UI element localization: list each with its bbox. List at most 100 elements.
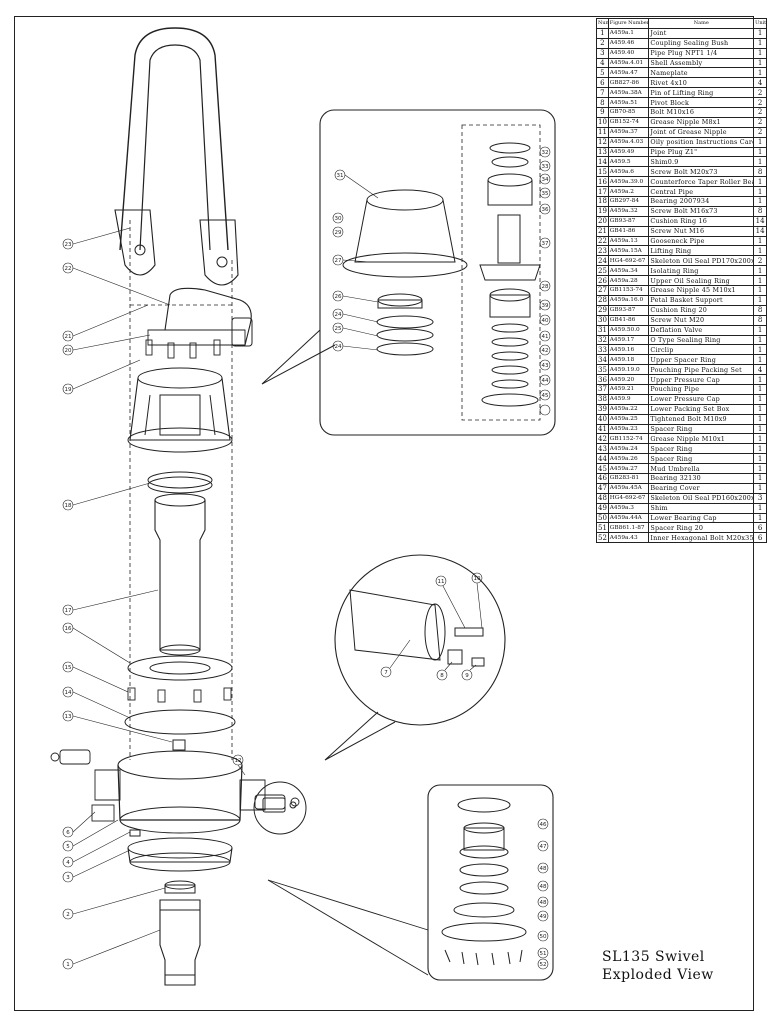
bom-cell-units: 1 bbox=[753, 186, 767, 198]
bom-cell-units: 1 bbox=[753, 393, 767, 405]
bom-cell-units: 1 bbox=[753, 285, 767, 296]
bom-cell-figure-number: GB297-84 bbox=[607, 196, 650, 207]
assembly-envelope bbox=[129, 220, 233, 760]
bom-cell-name: Tightened Bolt M10x9 bbox=[648, 413, 755, 425]
bom-cell-figure-number: A459a.45A bbox=[607, 482, 650, 494]
bom-header-name: Name bbox=[648, 18, 755, 29]
bom-cell-units: 1 bbox=[753, 275, 767, 287]
callout-number: 24 bbox=[335, 312, 342, 318]
callout-number: 44 bbox=[542, 378, 549, 384]
bom-cell-name: Screw Nut M20 bbox=[648, 314, 755, 326]
side-grease-assembly-left bbox=[50, 749, 91, 765]
bom-cell-number: 21 bbox=[596, 225, 609, 237]
lower-detail-callouts bbox=[537, 818, 549, 970]
callout-number: 50 bbox=[540, 934, 547, 940]
bom-cell-number: 15 bbox=[596, 166, 609, 178]
bom-cell-figure-number: A459a.34 bbox=[607, 265, 650, 277]
bom-cell-number: 25 bbox=[596, 265, 609, 277]
joint-part bbox=[159, 899, 201, 986]
bom-cell-figure-number: GB93-87 bbox=[607, 304, 650, 316]
central-pipe-part bbox=[154, 493, 206, 656]
callout-number: 5 bbox=[66, 844, 70, 850]
callout-number: 19 bbox=[65, 387, 72, 393]
bom-cell-number: 38 bbox=[596, 393, 609, 405]
bom-cell-name: Spacer Ring bbox=[648, 453, 755, 465]
bom-cell-figure-number: GB93-87 bbox=[607, 215, 650, 227]
bom-cell-name: Pivot Block bbox=[648, 97, 755, 109]
bom-cell-number: 42 bbox=[596, 433, 609, 445]
callout-number: 25 bbox=[335, 326, 342, 332]
callout-number: 37 bbox=[542, 241, 549, 247]
callout-number: 10 bbox=[474, 576, 481, 582]
bom-cell-name: Pipe Plug NPT1 1/4 bbox=[648, 47, 755, 59]
bom-cell-figure-number: GB1153-74 bbox=[607, 285, 650, 296]
callout-number: 41 bbox=[542, 334, 549, 340]
bom-cell-number: 32 bbox=[596, 334, 609, 346]
petal-basket-part bbox=[127, 367, 233, 453]
callout-number: 23 bbox=[65, 242, 72, 248]
bom-cell-number: 41 bbox=[596, 423, 609, 435]
callout-number: 52 bbox=[540, 962, 547, 968]
bom-cell-figure-number: A459a.37 bbox=[607, 126, 650, 138]
bom-cell-number: 7 bbox=[596, 87, 609, 99]
bom-cell-figure-number: A459a.3 bbox=[607, 502, 650, 514]
nameplate-part bbox=[91, 804, 115, 822]
bom-cell-figure-number: A459a.16.0 bbox=[607, 294, 650, 306]
bom-cell-number: 11 bbox=[596, 126, 609, 138]
bom-cell-number: 13 bbox=[596, 146, 609, 158]
callout-number: 2 bbox=[66, 912, 70, 918]
bom-cell-name: Shim0.9 bbox=[648, 156, 755, 168]
bom-cell-units: 8 bbox=[753, 205, 767, 217]
bom-cell-units: 8 bbox=[753, 304, 767, 316]
bom-cell-number: 8 bbox=[596, 97, 609, 109]
bom-cell-figure-number: A459a.39.0 bbox=[607, 176, 650, 188]
bom-cell-units: 4 bbox=[753, 364, 767, 376]
bom-cell-number: 34 bbox=[596, 354, 609, 366]
callout-number: 48 bbox=[540, 884, 547, 890]
callout-number: 34 bbox=[542, 177, 549, 183]
bom-cell-name: Pouching Pipe Packing Set bbox=[648, 364, 755, 376]
bom-cell-number: 49 bbox=[596, 502, 609, 514]
bom-cell-name: Counterforce Taper Roller Bearing bbox=[648, 176, 755, 188]
bom-cell-name: Lower Packing Set Box bbox=[648, 403, 755, 415]
bom-cell-figure-number: A459a.27 bbox=[607, 463, 650, 474]
bom-cell-units: 1 bbox=[753, 443, 767, 455]
bom-cell-number: 51 bbox=[596, 522, 609, 534]
bom-cell-units: 1 bbox=[753, 67, 767, 79]
bom-cell-figure-number: A459.17 bbox=[607, 334, 650, 346]
bom-cell-units: 4 bbox=[753, 77, 767, 89]
bom-cell-name: Pipe Plug Z1" bbox=[648, 146, 755, 158]
bom-cell-figure-number: A459a.28 bbox=[607, 275, 650, 287]
bom-cell-units: 1 bbox=[753, 146, 767, 158]
callout-number: 26 bbox=[335, 294, 342, 300]
bom-cell-units: 1 bbox=[753, 374, 767, 385]
bom-cell-number: 30 bbox=[596, 314, 609, 326]
bom-cell-units: 1 bbox=[753, 512, 767, 524]
screw-bolts-15 bbox=[127, 687, 232, 703]
callout-number: 11 bbox=[438, 579, 445, 585]
bom-cell-figure-number: A459a.43 bbox=[607, 532, 650, 544]
bom-cell-number: 12 bbox=[596, 136, 609, 148]
callout-number: 17 bbox=[65, 608, 72, 614]
bom-cell-name: Grease Nipple M10x1 bbox=[648, 433, 755, 445]
bom-cell-number: 14 bbox=[596, 156, 609, 168]
bom-cell-number: 27 bbox=[596, 285, 609, 296]
bom-cell-figure-number: A459a.2 bbox=[607, 186, 650, 198]
bom-cell-name: Gooseneck Pipe bbox=[648, 235, 755, 247]
bom-cell-units: 8 bbox=[753, 314, 767, 326]
